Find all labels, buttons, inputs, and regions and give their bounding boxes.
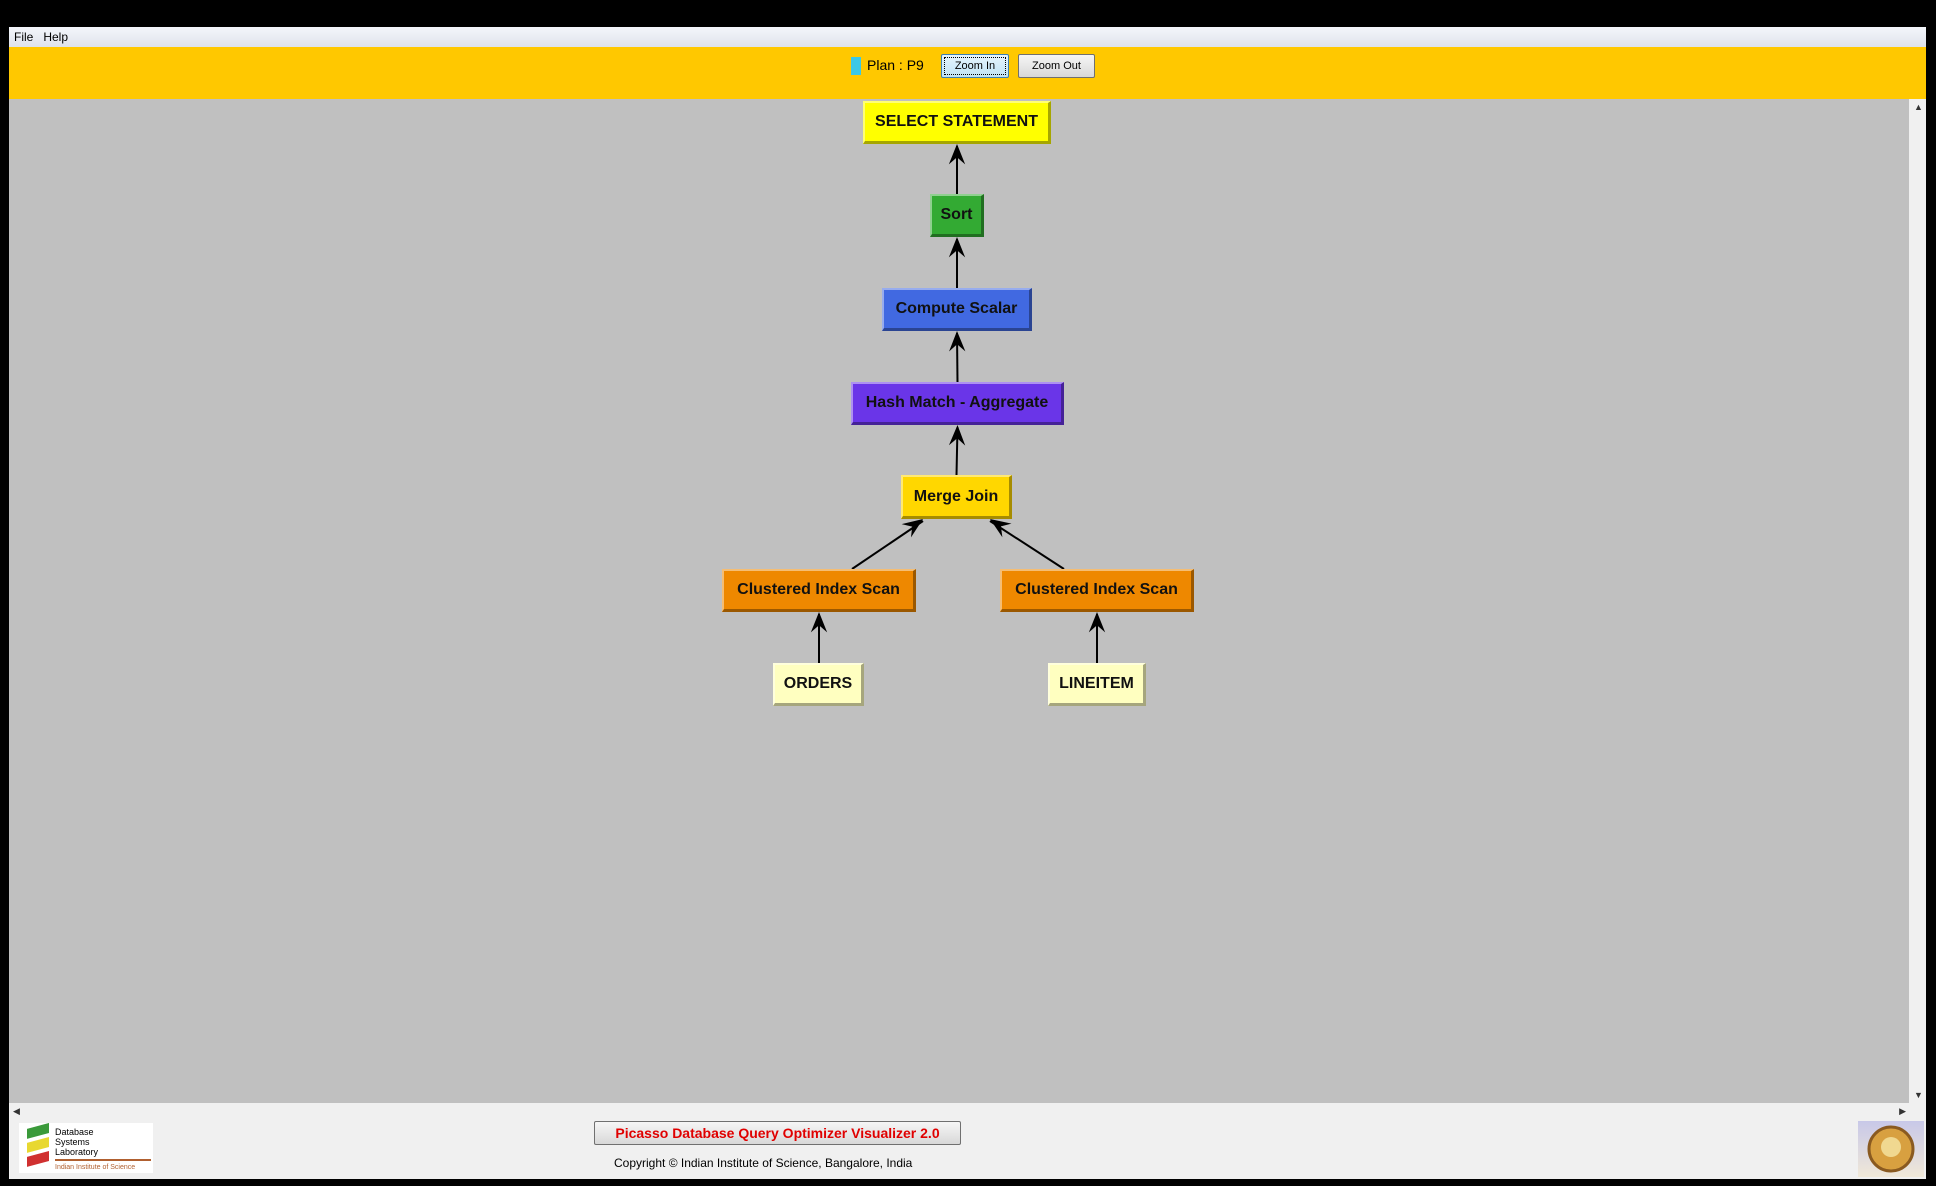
iisc-seal-logo <box>1858 1121 1924 1177</box>
plan-tree-canvas: SELECT STATEMENT Sort Compute Scalar Has… <box>9 99 1909 1103</box>
node-merge-join[interactable]: Merge Join <box>901 475 1012 519</box>
arrowhead-icon <box>949 331 966 352</box>
arrowhead-icon <box>1088 612 1106 633</box>
node-table-orders[interactable]: ORDERS <box>773 663 864 706</box>
menu-help[interactable]: Help <box>43 30 69 44</box>
dsl-logo: Database Systems Laboratory Indian Insti… <box>19 1122 153 1173</box>
menu-file[interactable]: File <box>14 30 34 44</box>
node-compute-scalar[interactable]: Compute Scalar <box>882 288 1032 331</box>
horizontal-scrollbar[interactable]: ◀ ▶ <box>9 1103 1926 1121</box>
scroll-right-icon[interactable]: ▶ <box>1899 1106 1906 1116</box>
arrowhead-icon <box>948 144 966 165</box>
footer: Database Systems Laboratory Indian Insti… <box>9 1120 1926 1179</box>
arrowhead-icon <box>948 425 966 446</box>
copyright-text: Copyright © Indian Institute of Science,… <box>614 1156 913 1170</box>
arrowhead-icon <box>990 519 1012 538</box>
plan-label: Plan : P9 <box>867 57 924 73</box>
plan-edges <box>810 144 1106 663</box>
node-select-statement[interactable]: SELECT STATEMENT <box>863 101 1051 144</box>
scroll-up-icon[interactable]: ▲ <box>1914 102 1923 112</box>
node-clustered-index-scan-orders[interactable]: Clustered Index Scan <box>722 569 916 612</box>
arrowhead-icon <box>901 519 923 538</box>
zoom-in-button[interactable]: Zoom In <box>941 54 1009 78</box>
zoom-out-button[interactable]: Zoom Out <box>1018 54 1095 78</box>
svg-text:Laboratory: Laboratory <box>55 1147 99 1157</box>
arrowhead-icon <box>948 237 966 258</box>
vertical-scrollbar[interactable]: ▲ ▼ <box>1909 99 1926 1103</box>
node-hash-match-aggregate[interactable]: Hash Match - Aggregate <box>851 382 1064 425</box>
plan-color-swatch <box>851 57 861 75</box>
scroll-down-icon[interactable]: ▼ <box>1914 1090 1923 1100</box>
svg-text:Systems: Systems <box>55 1137 90 1147</box>
arrowhead-icon <box>810 612 828 633</box>
toolbar: Plan : P9 Zoom In Zoom Out <box>9 47 1926 100</box>
app-title-button[interactable]: Picasso Database Query Optimizer Visuali… <box>594 1121 961 1145</box>
menu-bar: File Help <box>9 27 1926 47</box>
edge-cis2-to-merge <box>989 520 1065 570</box>
scroll-left-icon[interactable]: ◀ <box>13 1106 20 1116</box>
node-clustered-index-scan-lineitem[interactable]: Clustered Index Scan <box>1000 569 1194 612</box>
svg-text:Indian Institute of Science: Indian Institute of Science <box>55 1164 135 1171</box>
edge-cis1-to-merge <box>851 520 924 570</box>
node-table-lineitem[interactable]: LINEITEM <box>1048 663 1146 706</box>
node-sort[interactable]: Sort <box>930 194 984 237</box>
svg-text:Database: Database <box>55 1127 94 1137</box>
